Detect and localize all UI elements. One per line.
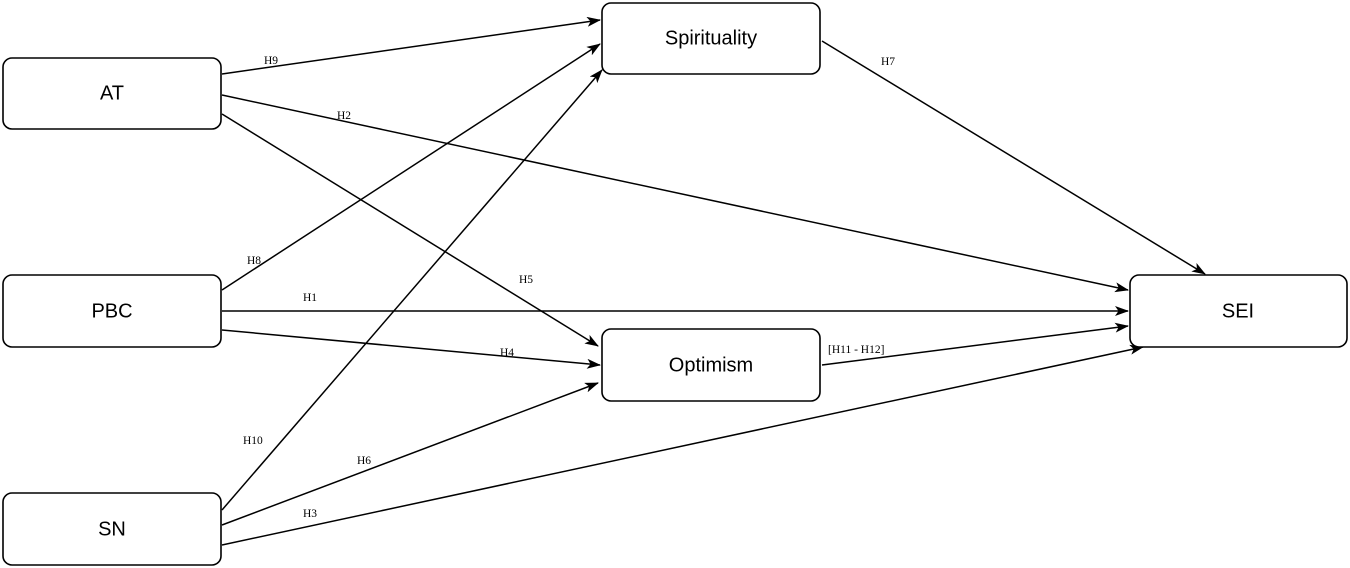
edge-h10: [221, 69, 603, 511]
edge-h5: [221, 113, 599, 347]
edge-label-h6: H6: [357, 455, 371, 467]
node-label-sei: SEI: [1222, 300, 1254, 322]
edge-h11-h12: [821, 322, 1129, 366]
node-label-at: AT: [100, 82, 124, 104]
node-label-sn: SN: [98, 518, 126, 540]
edge-label-h8: H8: [247, 255, 261, 267]
edge-h3: [221, 344, 1144, 546]
edge-label-h10: H10: [243, 435, 263, 447]
edge-label-h5: H5: [519, 274, 533, 286]
node-label-spirituality: Spirituality: [665, 27, 757, 49]
edge-h9: [221, 16, 601, 75]
edge-label-h4: H4: [500, 347, 514, 359]
edge-h8: [221, 43, 601, 291]
edge-label-h7: H7: [881, 56, 895, 68]
edge-h2: [221, 94, 1129, 293]
node-sn: SN: [2, 492, 222, 566]
edge-label-h1: H1: [303, 292, 317, 304]
node-label-optimism: Optimism: [669, 354, 753, 376]
edge-label-h11-h12: [H11 - H12]: [828, 344, 884, 356]
edge-label-h3: H3: [303, 508, 317, 520]
node-label-pbc: PBC: [91, 300, 132, 322]
edge-labels: H9 H2 H5 H8 H1 H4 H10 H6 H3 H7 [H11 - H1…: [243, 55, 895, 520]
edge-label-h2: H2: [337, 110, 351, 122]
edge-h6: [221, 382, 599, 526]
edge-h4: [221, 329, 601, 369]
node-pbc: PBC: [2, 274, 222, 348]
edge-label-h9: H9: [264, 55, 278, 67]
node-spirituality: Spirituality: [601, 2, 821, 75]
edges: [221, 16, 1206, 546]
node-at: AT: [2, 57, 222, 130]
node-sei: SEI: [1129, 274, 1348, 348]
edge-h7: [821, 40, 1206, 275]
node-optimism: Optimism: [601, 328, 821, 402]
